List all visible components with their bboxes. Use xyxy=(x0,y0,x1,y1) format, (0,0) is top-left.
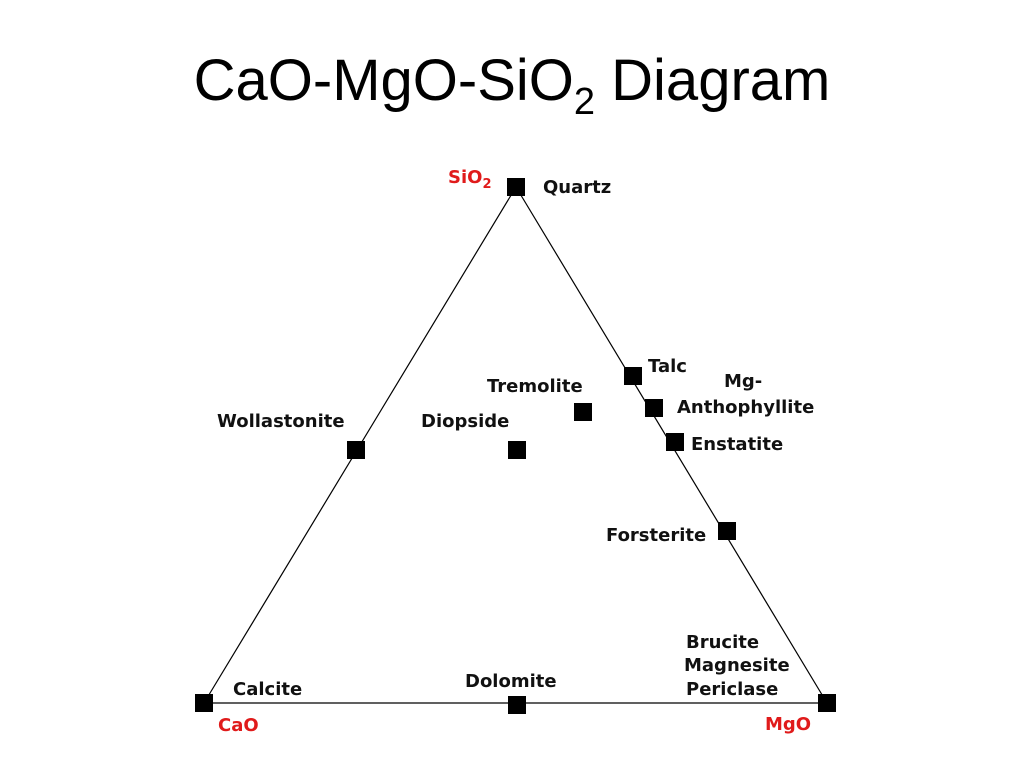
marker-mg-anthophyllite xyxy=(645,399,663,417)
label-calcite: Calcite xyxy=(233,679,302,700)
marker-tremolite xyxy=(574,403,592,421)
label-mg-anthophyllite-line1: Mg- xyxy=(724,371,762,392)
marker-dolomite xyxy=(508,696,526,714)
label-diopside: Diopside xyxy=(421,411,509,432)
corner-label-sio2: SiO2 xyxy=(448,167,491,192)
marker-enstatite xyxy=(666,433,684,451)
corner-label-mgo: MgO xyxy=(765,714,811,735)
marker-quartz xyxy=(507,178,525,196)
label-forsterite: Forsterite xyxy=(606,525,706,546)
label-dolomite: Dolomite xyxy=(465,671,557,692)
label-tremolite: Tremolite xyxy=(487,376,583,397)
marker-talc xyxy=(624,367,642,385)
diagram-title: CaO-MgO-SiO2 Diagram xyxy=(193,48,831,123)
corner-label-cao: CaO xyxy=(218,715,259,736)
label-talc: Talc xyxy=(648,356,687,377)
label-quartz: Quartz xyxy=(543,177,611,198)
marker-forsterite xyxy=(718,522,736,540)
label-wollastonite: Wollastonite xyxy=(217,411,345,432)
marker-periclase xyxy=(818,694,836,712)
label-periclase: Periclase xyxy=(686,679,778,700)
label-enstatite: Enstatite xyxy=(691,434,783,455)
marker-diopside xyxy=(508,441,526,459)
label-magnesite: Magnesite xyxy=(684,655,790,676)
label-mg-anthophyllite-line2: Anthophyllite xyxy=(677,397,814,418)
marker-wollastonite xyxy=(347,441,365,459)
label-brucite: Brucite xyxy=(686,632,759,653)
marker-calcite xyxy=(195,694,213,712)
